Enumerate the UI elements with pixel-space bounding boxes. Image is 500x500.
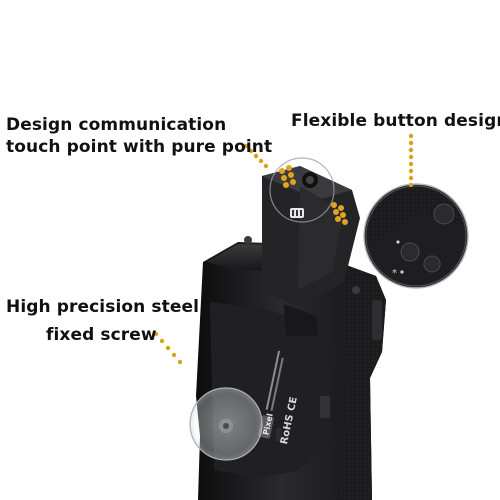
contact-magnifier (269, 157, 335, 223)
svg-text:CE: CE (286, 396, 300, 412)
callout-dots-screw (153, 331, 183, 365)
callout-screw: High precision steel fixed screw (6, 296, 199, 346)
callout-dots-contacts (243, 143, 269, 169)
callout-contacts: Design communication touch point with pu… (6, 114, 272, 158)
button-detail-inset: * (363, 183, 469, 289)
callout-dots-buttons (408, 133, 414, 188)
callout-screw-line1: High precision steel (6, 297, 200, 317)
callout-contacts-line2: touch point with pure point (6, 137, 273, 157)
contact-pins-left (279, 165, 296, 188)
callout-screw-line2: fixed screw (46, 325, 157, 345)
contact-pins-right (331, 202, 348, 225)
callout-contacts-line1: Design communication (6, 115, 227, 135)
callout-buttons: Flexible button design (291, 110, 500, 132)
callout-buttons-text: Flexible button design (291, 111, 500, 131)
screw-magnifier (189, 387, 263, 461)
battery-insert (262, 166, 360, 336)
svg-text:*: * (392, 268, 397, 279)
